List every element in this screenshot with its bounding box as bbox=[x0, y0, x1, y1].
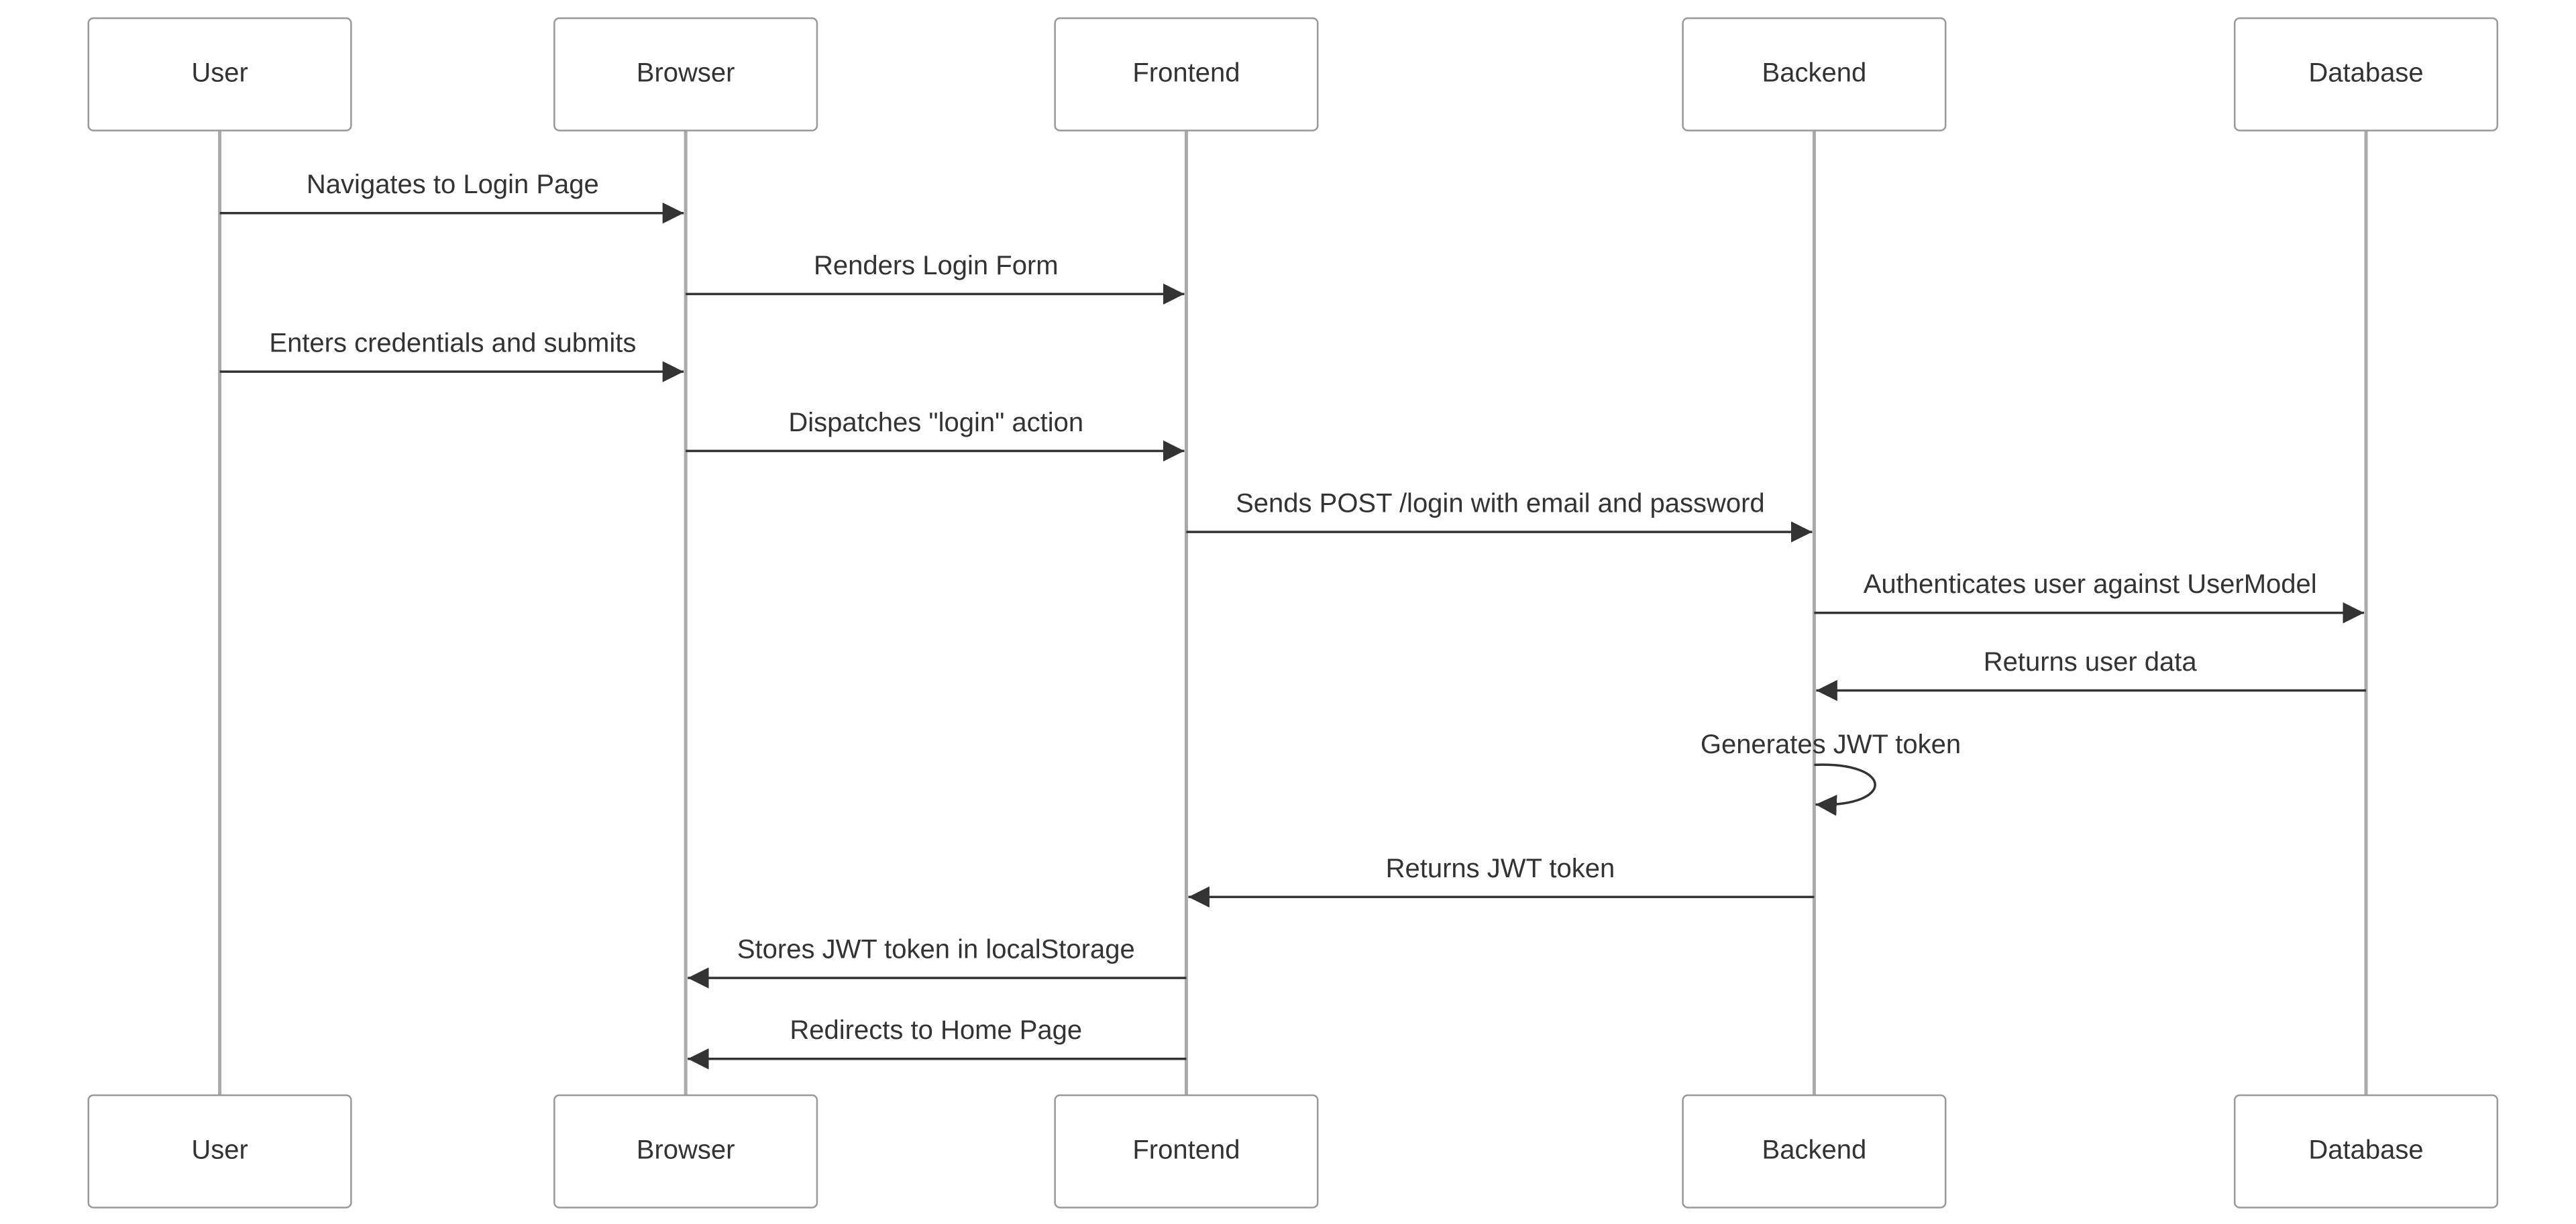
actor-frontend-bottom: Frontend bbox=[1054, 1094, 1319, 1209]
message-label: Authenticates user against UserModel bbox=[1864, 569, 2317, 599]
actor-browser-top: Browser bbox=[553, 17, 818, 131]
actor-box bbox=[1054, 1094, 1319, 1209]
message-label: Sends POST /login with email and passwor… bbox=[1236, 489, 1765, 518]
actor-browser-bottom: Browser bbox=[553, 1094, 818, 1209]
actor-label: Browser bbox=[637, 1135, 735, 1164]
message-10: Stores JWT token in localStorage bbox=[688, 935, 1187, 989]
message-2: Renders Login Form bbox=[686, 251, 1185, 305]
message-label: Returns JWT token bbox=[1386, 854, 1615, 883]
actor-user-bottom: User bbox=[87, 1094, 352, 1209]
actor-label: User bbox=[191, 1135, 248, 1164]
message-6: Authenticates user against UserModel bbox=[1814, 569, 2365, 624]
message-3: Enters credentials and submits bbox=[219, 329, 684, 382]
actor-database-bottom: Database bbox=[2233, 1094, 2499, 1209]
actor-backend-bottom: Backend bbox=[1682, 1094, 1947, 1209]
message-label: Navigates to Login Page bbox=[307, 170, 599, 199]
actors-bottom: User Browser Frontend Backend Database bbox=[87, 1094, 2499, 1209]
actor-box bbox=[553, 1094, 818, 1209]
actor-label: Frontend bbox=[1132, 1135, 1240, 1164]
actor-frontend-top: Frontend bbox=[1054, 17, 1319, 131]
actor-box bbox=[2233, 1094, 2499, 1209]
message-11: Redirects to Home Page bbox=[688, 1015, 1187, 1070]
actor-box bbox=[87, 17, 352, 131]
message-5: Sends POST /login with email and passwor… bbox=[1186, 489, 1813, 543]
actor-box bbox=[2233, 17, 2499, 131]
message-1: Navigates to Login Page bbox=[219, 170, 684, 224]
actor-user-top: User bbox=[87, 17, 352, 131]
message-label: Enters credentials and submits bbox=[269, 329, 636, 358]
message-9: Returns JWT token bbox=[1188, 854, 1815, 908]
actor-box bbox=[1682, 1094, 1947, 1209]
actor-label: Database bbox=[2308, 1135, 2423, 1164]
actor-label: Backend bbox=[1762, 58, 1867, 87]
actor-box bbox=[1054, 17, 1319, 131]
message-label: Dispatches "login" action bbox=[788, 408, 1083, 437]
actor-database-top: Database bbox=[2233, 17, 2499, 131]
actor-box bbox=[1682, 17, 1947, 131]
message-label: Stores JWT token in localStorage bbox=[737, 935, 1135, 964]
actor-box bbox=[87, 1094, 352, 1209]
message-8: Generates JWT token bbox=[1701, 730, 1961, 816]
actor-backend-top: Backend bbox=[1682, 17, 1947, 131]
actor-box bbox=[553, 17, 818, 131]
actor-label: Database bbox=[2308, 58, 2423, 87]
actor-label: Backend bbox=[1762, 1135, 1867, 1164]
message-label: Renders Login Form bbox=[814, 251, 1059, 280]
message-label: Generates JWT token bbox=[1701, 730, 1961, 759]
actor-label: User bbox=[191, 58, 248, 87]
lifelines bbox=[218, 130, 2368, 1095]
actors-top: User Browser Frontend Backend Database bbox=[87, 17, 2499, 131]
message-7: Returns user data bbox=[1816, 647, 2367, 702]
actor-label: Browser bbox=[637, 58, 735, 87]
message-label: Returns user data bbox=[1984, 647, 2198, 677]
message-4: Dispatches "login" action bbox=[686, 408, 1185, 462]
message-arrow bbox=[1814, 763, 1876, 816]
message-label: Redirects to Home Page bbox=[790, 1015, 1082, 1045]
actor-label: Frontend bbox=[1132, 58, 1240, 87]
